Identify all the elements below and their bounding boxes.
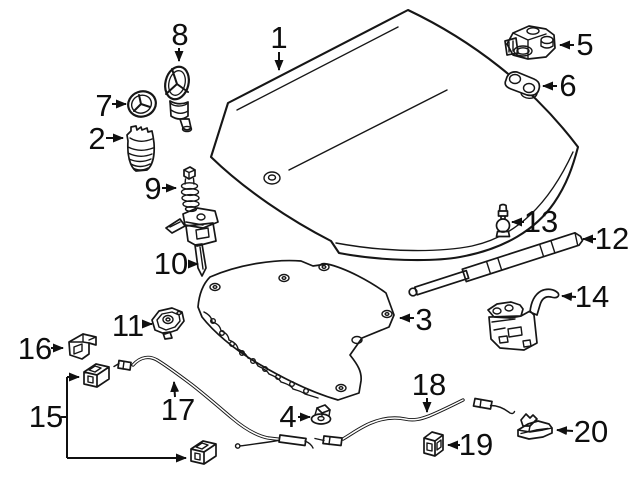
hood-hinge-body	[165, 207, 219, 277]
striker-plate-details	[156, 310, 182, 331]
callout-1: 1	[270, 20, 288, 71]
star-badge-ring-outer	[127, 90, 157, 118]
hood-part	[209, 8, 580, 262]
hinge-bracket-part	[504, 71, 541, 100]
spring-grommet-part	[126, 125, 156, 172]
callout-12-label: 12	[595, 221, 629, 256]
insulation-pad-outline	[197, 259, 395, 401]
ball-stud-part	[495, 203, 511, 238]
callout-17: 17	[161, 381, 195, 427]
clip-16-details	[69, 333, 97, 355]
gas-strut-segments	[485, 232, 579, 275]
callout-12: 12	[582, 221, 629, 256]
hood-hinge-part	[165, 207, 219, 277]
grommet-clip-details	[314, 407, 331, 422]
callout-8: 8	[171, 17, 189, 62]
hinge-mount-details	[508, 27, 554, 59]
cable-17-wire-details	[113, 360, 314, 449]
callout-15-bracket	[61, 377, 68, 458]
hood-star-emblem-part	[164, 65, 193, 133]
callout-18-label: 18	[412, 367, 446, 402]
cable-18-conduit	[341, 398, 465, 441]
hood-outline	[209, 8, 580, 262]
spring-grommet-ribs	[127, 137, 154, 171]
clip-part-16	[68, 333, 97, 360]
callout-2: 2	[88, 121, 124, 156]
cable-18-wire-details	[314, 399, 516, 446]
callout-14: 14	[561, 279, 609, 314]
star-emblem-spokes	[165, 68, 189, 95]
release-handle-part	[517, 413, 553, 440]
callout-15: 15	[29, 372, 187, 463]
clip-part-15-upper	[83, 363, 110, 388]
striker-plate-part	[151, 307, 185, 340]
callout-14-label: 14	[575, 279, 609, 314]
callout-1-label: 1	[270, 20, 287, 55]
hood-hinge-details	[169, 213, 210, 270]
callout-13: 13	[511, 204, 558, 239]
stop-stud-ribs	[180, 169, 200, 213]
hinge-mount-part	[504, 25, 556, 60]
hinge-bracket-details	[508, 73, 538, 100]
cable-17-conduit	[131, 355, 283, 442]
cable-17-end-fittings	[117, 359, 307, 447]
callout-15-label: 15	[29, 399, 63, 434]
callout-11-label: 11	[112, 308, 144, 343]
callout-13-label: 13	[524, 204, 558, 239]
clip-part-15-lower	[190, 440, 217, 465]
callout-17-label: 17	[161, 392, 195, 427]
callout-20-label: 20	[574, 414, 608, 449]
star-badge-spokes	[133, 94, 151, 112]
callout-3: 3	[399, 302, 433, 337]
star-emblem-ring-inner	[168, 70, 186, 96]
clip-part-19	[423, 431, 444, 457]
hood-latch-body	[487, 288, 560, 351]
callout-5: 5	[559, 27, 594, 62]
hood-latch-details	[491, 304, 538, 348]
callout-3-label: 3	[415, 302, 432, 337]
callout-19-label: 19	[459, 427, 493, 462]
callout-9: 9	[144, 171, 177, 206]
hood-surface-lines	[236, 26, 574, 252]
hood-latch-part	[487, 288, 560, 351]
star-emblem-ring-outer	[164, 65, 190, 101]
release-handle-body	[517, 413, 553, 440]
grommet-clip-part	[310, 404, 332, 425]
ball-stud-body	[495, 203, 511, 238]
release-cable-front-part	[113, 355, 314, 449]
callout-10: 10	[154, 246, 199, 281]
release-handle-details	[517, 425, 553, 435]
callout-4: 4	[279, 399, 311, 434]
callout-5-label: 5	[576, 27, 593, 62]
callout-19: 19	[447, 427, 493, 462]
callout-2-label: 2	[88, 121, 105, 156]
callout-8-label: 8	[171, 17, 188, 52]
callout-17-arrow	[170, 381, 180, 398]
callout-16: 16	[18, 331, 64, 366]
callout-4-label: 4	[279, 399, 296, 434]
callout-20-arrow	[556, 426, 574, 436]
callout-6: 6	[542, 68, 577, 103]
callout-9-label: 9	[144, 171, 161, 206]
callout-7-label: 7	[95, 88, 112, 123]
star-emblem-base-details	[169, 100, 193, 133]
callout-16-label: 16	[18, 331, 52, 366]
hood-insulation-pad-part	[197, 259, 395, 401]
callout-18: 18	[412, 367, 446, 413]
callout-20: 20	[556, 414, 608, 449]
callout-14-arrow	[561, 292, 577, 302]
callout-6-label: 6	[559, 68, 576, 103]
callout-11: 11	[112, 308, 153, 343]
hinge-bracket-body	[504, 71, 541, 97]
stop-stud-part	[180, 166, 200, 213]
callouts-layer: 1 2 3 4 5 6 7 8	[18, 17, 629, 463]
insulation-pad-details	[203, 262, 393, 399]
clip-19-details	[426, 439, 442, 452]
release-cable-rear-part	[314, 397, 516, 447]
callout-7: 7	[95, 88, 127, 123]
callout-10-label: 10	[154, 246, 188, 281]
star-badge-part	[127, 90, 157, 118]
